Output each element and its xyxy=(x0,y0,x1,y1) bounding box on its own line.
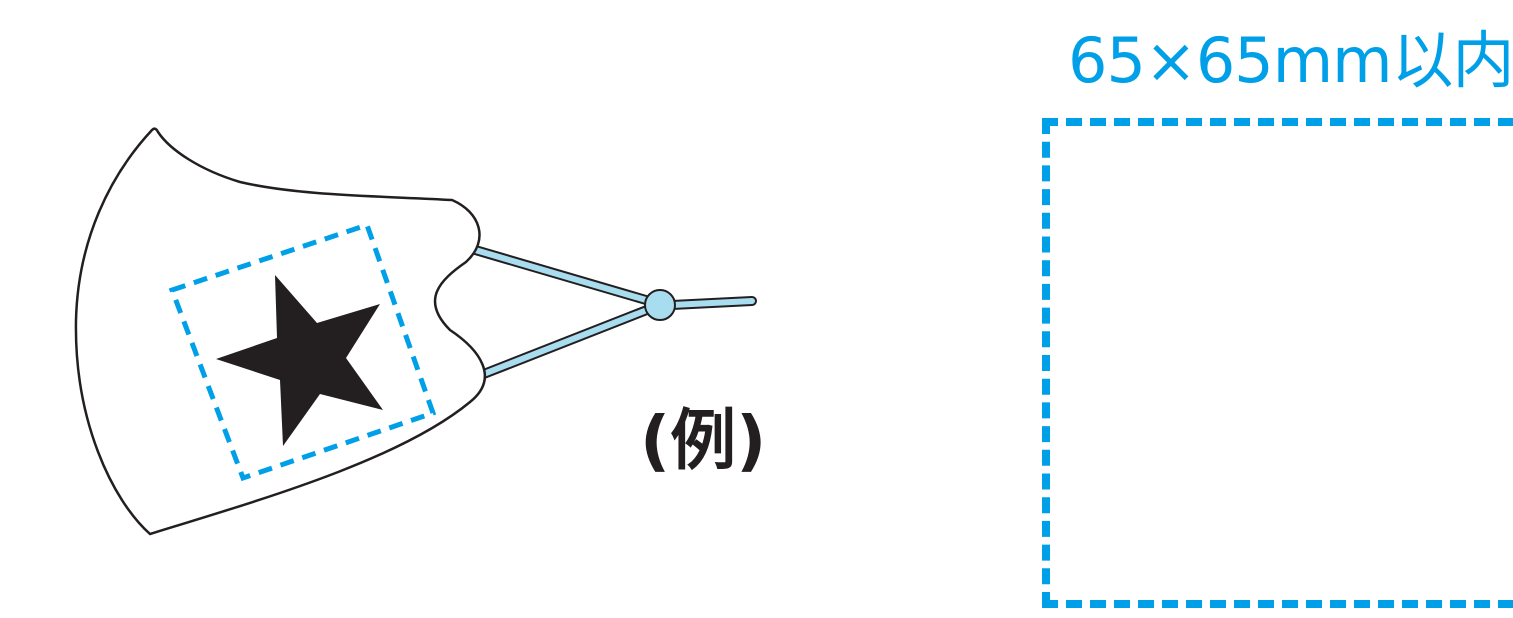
star-icon xyxy=(216,275,383,446)
print-area-box xyxy=(1042,118,1513,608)
ear-strap-upper-fill xyxy=(445,239,649,303)
strap-adjuster xyxy=(644,289,676,321)
ear-strap xyxy=(443,237,757,393)
size-limit-label: 65×65mm以内 xyxy=(1068,24,1513,97)
mask-print-area xyxy=(168,221,437,482)
ear-strap-tail-fill xyxy=(669,298,755,308)
example-label: (例) xyxy=(640,402,767,479)
